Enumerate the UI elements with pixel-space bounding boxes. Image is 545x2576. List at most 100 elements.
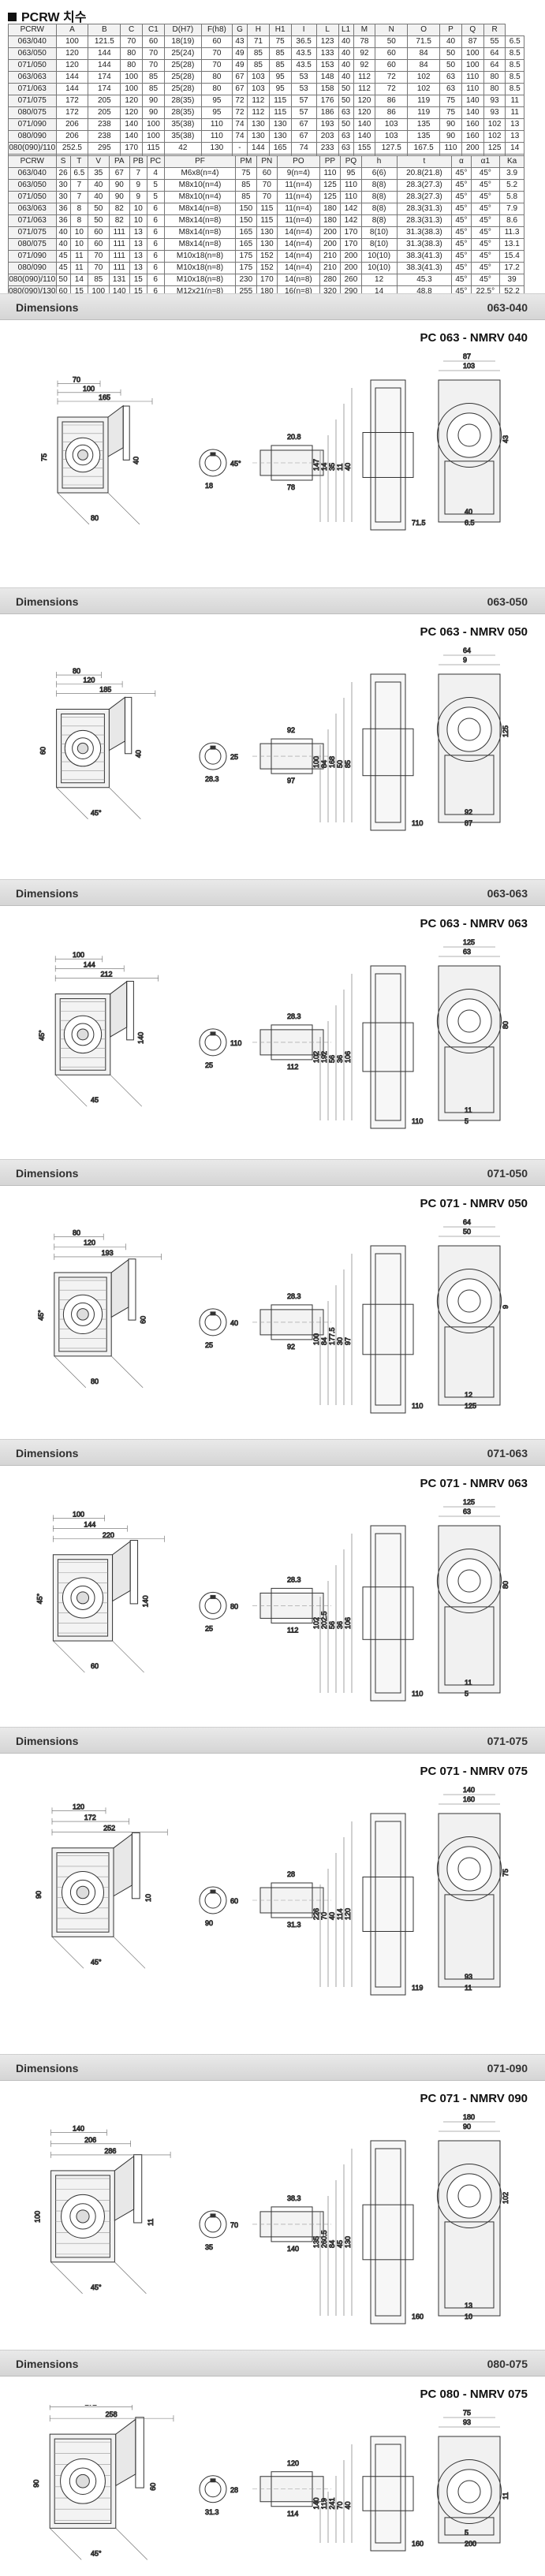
table-cell: 49 [231, 47, 248, 60]
table-cell: M6x8(n=4) [163, 167, 237, 180]
section-label: Dimensions [16, 1735, 79, 1747]
table-cell: 165 [235, 238, 257, 251]
table-cell: 071/050 [8, 59, 57, 72]
table-cell: 43.5 [290, 47, 317, 60]
bore-detail [199, 1308, 227, 1336]
table-cell: 6 [146, 238, 165, 251]
table-cell: 87 [461, 35, 484, 48]
table-cell: 120 [55, 59, 89, 72]
table-cell: 120 [353, 106, 376, 119]
table-cell: 80 [483, 83, 506, 95]
dimension-label: 64 [463, 647, 471, 654]
table-cell: 43.5 [290, 59, 317, 72]
table-cell: 57 [290, 95, 317, 107]
table-cell: 110 [200, 130, 233, 143]
table-cell: 063/063 [8, 71, 57, 84]
table-cell: 144 [88, 47, 121, 60]
table-cell: 170 [120, 142, 144, 155]
table-cell: 15 [129, 274, 147, 286]
gearbox-front-view [54, 980, 134, 1076]
table-cell: 180 [319, 203, 342, 215]
column-header: H1 [268, 24, 292, 36]
table-cell: 102 [407, 71, 441, 84]
table-cell: 063/063 [8, 203, 57, 215]
table-cell: 280 [319, 274, 342, 286]
dimension-label: 160 [412, 2313, 424, 2321]
model-title: PC 071 - NMRV 063 [420, 1477, 528, 1490]
dimension-label: 93 [465, 1973, 472, 1981]
table-cell: 35 [88, 167, 110, 180]
table-cell: 174 [88, 71, 121, 84]
hollow-shaft-view [252, 445, 331, 481]
table-cell: 8(8) [360, 191, 398, 203]
dimension-label: 119 [412, 1984, 423, 1992]
table-cell: 176 [315, 95, 339, 107]
dimension-label: 90 [32, 2480, 40, 2488]
dimension-label: 110 [230, 1039, 241, 1047]
table-cell: 10 [129, 203, 147, 215]
table-cell: 080/090 [8, 262, 57, 274]
table-cell: 6 [146, 203, 165, 215]
table-cell: 50 [338, 83, 354, 95]
dimension-label: 140 [463, 1786, 475, 1794]
dimension-label: 120 [73, 1802, 84, 1810]
dimension-label: 125 [463, 1498, 475, 1506]
table-cell: 45° [470, 250, 501, 263]
dimension-label: 40 [344, 463, 352, 471]
dimension-label: 110 [412, 1117, 423, 1125]
table-cell: 49 [231, 59, 248, 72]
table-cell: 30 [55, 191, 71, 203]
table-cell: 45° [451, 179, 472, 192]
dimension-label: 90 [463, 2123, 471, 2131]
table-cell: 6 [146, 214, 165, 227]
table-cell: 10 [129, 214, 147, 227]
table-cell: 165 [235, 226, 257, 239]
column-header: PM [235, 155, 257, 168]
table-cell: 6(6) [360, 167, 398, 180]
table-cell: 14 [69, 274, 89, 286]
table-cell: 4 [146, 167, 165, 180]
table-cell: 39 [499, 274, 524, 286]
table-cell: 57 [290, 106, 317, 119]
dimension-label: 56 [328, 1621, 336, 1629]
table-cell: 67 [231, 83, 248, 95]
column-header: D(H7) [163, 24, 202, 36]
dimension-label: 43 [502, 435, 510, 443]
side-elevation [319, 673, 414, 831]
table-cell: 119 [407, 106, 441, 119]
table-cell: 5 [146, 179, 165, 192]
table-cell: 172 [55, 106, 89, 119]
dimension-label: 102 [502, 2192, 510, 2204]
table-cell: 112 [353, 83, 376, 95]
table-cell: 100 [461, 59, 484, 72]
table-cell: M8x10(n=4) [163, 179, 237, 192]
table-cell: 170 [340, 226, 362, 239]
dimension-label: 120 [84, 1239, 95, 1247]
table-cell: M8x14(n=8) [163, 226, 237, 239]
dimension-label: 70 [320, 1912, 328, 1920]
column-header: I [290, 24, 317, 36]
dimension-label: 144 [84, 960, 95, 968]
flange-end-view [436, 2140, 502, 2317]
dimension-label: 40 [465, 508, 472, 516]
table-cell: 140 [461, 106, 484, 119]
table-cell: 6 [146, 262, 165, 274]
table-cell: 8(8) [360, 203, 398, 215]
model-title: PC 080 - NMRV 075 [420, 2388, 528, 2401]
table-cell: 7 [69, 191, 89, 203]
side-elevation [319, 379, 414, 531]
table-cell: M10x18(n=8) [163, 274, 237, 286]
table-cell: 40 [338, 59, 354, 72]
column-header: R [483, 24, 506, 36]
table-cell: 200 [461, 142, 484, 155]
column-header: PO [277, 155, 320, 168]
table-cell: 200 [340, 262, 362, 274]
dimension-label: 140 [312, 2497, 320, 2509]
table-cell: 110 [200, 118, 233, 131]
table-cell: 125 [319, 191, 342, 203]
table-cell: 18(19) [163, 35, 202, 48]
table-cell: 90 [439, 130, 462, 143]
